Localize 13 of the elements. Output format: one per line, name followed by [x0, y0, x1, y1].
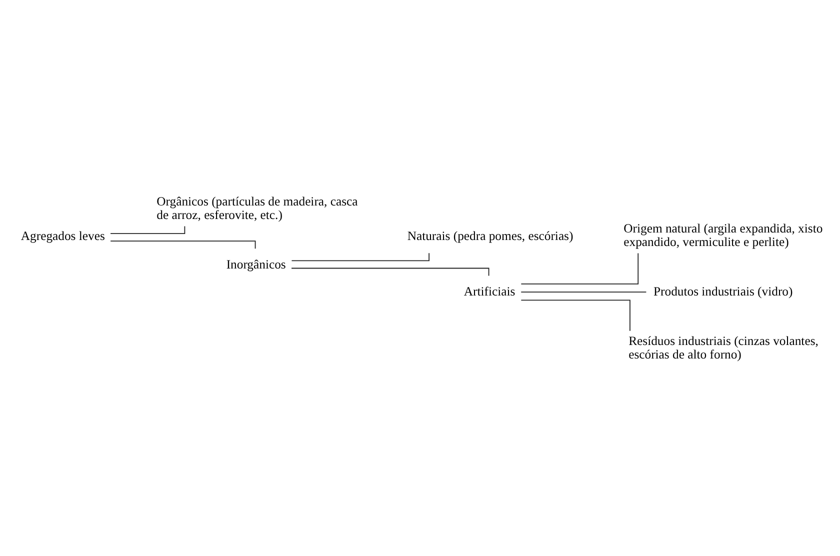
node-text: Naturais (pedra pomes, escórias)	[407, 228, 574, 243]
node-text: Inorgânicos	[226, 256, 286, 271]
node-text: Orgânicos (partículas de madeira, casca de arroz, esferovite, etc.)	[156, 194, 358, 222]
node-text: Artificiais	[464, 284, 516, 298]
connector	[520, 291, 647, 292]
node-text: Produtos industriais (vidro)	[653, 284, 793, 298]
connector	[520, 299, 630, 331]
node-text: Agregados leves	[20, 228, 105, 243]
connector	[291, 252, 430, 261]
node-text: Origem natural (argila expandida, xisto expandido, vermiculite e perlite)	[624, 221, 823, 249]
node-text: Resíduos industriais (cinzas volantes, escórias de alto forno)	[628, 333, 818, 361]
connector	[520, 252, 639, 284]
connector	[110, 225, 186, 234]
